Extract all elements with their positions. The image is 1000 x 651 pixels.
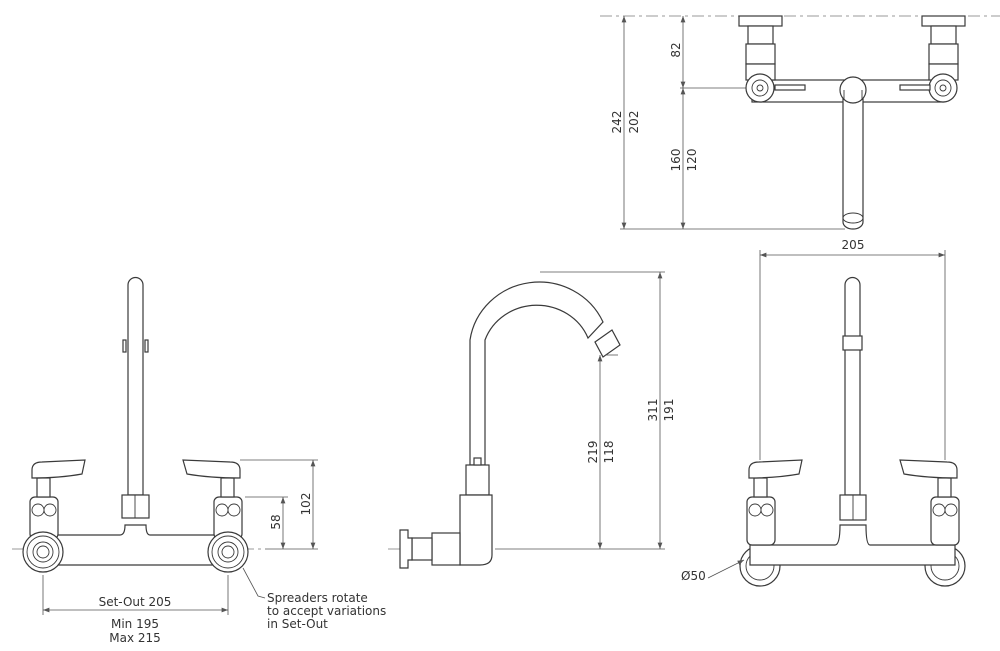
dim-label: 311 [646,399,660,422]
aerator [594,329,621,358]
lever-handle [31,459,86,479]
lever-handle [899,459,958,479]
valve-right [182,459,249,573]
spout-pipe [844,276,861,496]
spout-nut [121,494,150,519]
dim-label: 82 [669,42,683,57]
dim-label: 118 [602,441,616,464]
aerator [842,335,863,351]
valve-right [899,459,960,546]
setout-label: Set-Out 205 [99,595,172,609]
lever-handle [748,459,803,479]
dim-label: 160 [669,149,683,172]
max-label: Max 215 [109,631,161,645]
dim-label: 58 [269,514,283,529]
diameter-leader [707,559,745,579]
dim-label: 191 [662,399,676,422]
note-leader [242,567,266,599]
note-line: Spreaders rotate [267,591,368,605]
spout-top [839,76,867,230]
valve-left [738,15,806,103]
lever-handle [182,459,241,479]
dim-label: 242 [610,111,624,134]
dim-label: 205 [842,238,865,252]
valve-right [899,15,966,103]
dim-label: 120 [685,149,699,172]
valve-left [746,459,803,546]
front-view-left: 102 58 Set-Out 205 Min 195 Max 215 Sprea… [12,276,386,645]
dim-label: 219 [586,441,600,464]
front-view-right: 205 Ø50 [681,238,966,587]
dim-label: 102 [299,493,313,516]
min-label: Min 195 [111,617,159,631]
dim-label: 202 [627,111,641,134]
spout-pipe [127,276,144,496]
note-line: in Set-Out [267,617,328,631]
wall-flange [399,529,413,569]
top-view: 242 202 82 160 120 [600,15,1000,230]
side-view: 219 118 311 191 [388,271,676,569]
note-line: to accept variations [267,604,386,618]
valve-left [22,459,86,573]
diameter-label: Ø50 [681,569,706,583]
spout-gooseneck [469,281,604,466]
